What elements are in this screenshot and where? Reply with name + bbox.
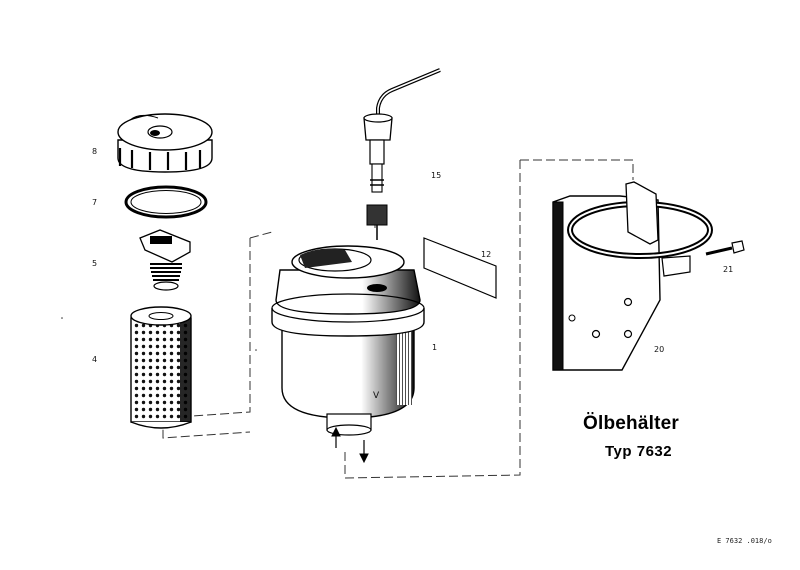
leader-marks	[61, 317, 257, 351]
spring-valve-icon	[139, 229, 191, 291]
flow-arrows	[331, 426, 369, 464]
diagram-subtitle: Typ 7632	[605, 443, 673, 460]
callout-v: V	[373, 391, 380, 401]
callout-7: 7	[92, 198, 98, 207]
callout-4: 4	[92, 355, 98, 364]
bolt-icon	[705, 240, 745, 256]
filter-cartridge-icon	[130, 306, 192, 429]
callout-8: 8	[92, 147, 98, 156]
callout-15: 15	[431, 171, 442, 180]
callout-20: 20	[654, 345, 665, 354]
callout-21: 21	[723, 265, 734, 274]
sealing-ring-icon	[124, 185, 208, 219]
screw-cap-icon	[117, 113, 213, 173]
callout-1: 1	[432, 343, 438, 352]
mounting-bracket-icon	[552, 181, 713, 371]
callout-12: 12	[481, 250, 492, 259]
oil-tank-icon	[271, 245, 425, 436]
drawing-reference-code: E 7632 .018/o	[717, 537, 772, 545]
label-strip-icon	[423, 237, 497, 299]
hose-connector-icon	[363, 68, 441, 240]
callout-5: 5	[92, 259, 98, 268]
diagram-title: Ölbehälter	[583, 413, 679, 434]
